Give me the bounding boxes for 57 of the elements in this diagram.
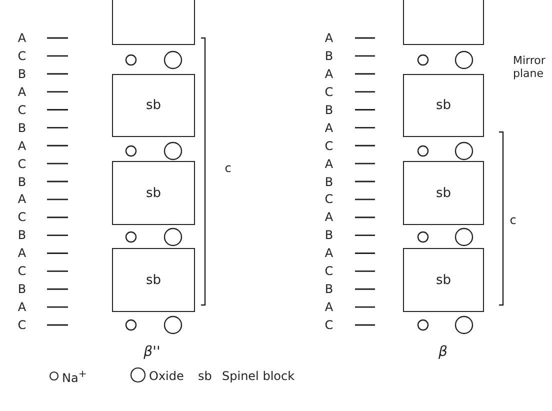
layer-letter: B — [324, 104, 334, 116]
layer-letter: A — [18, 86, 26, 98]
layer-letter: A — [324, 247, 334, 260]
period-label: c — [224, 162, 232, 174]
layer-letter: A — [324, 68, 334, 80]
spinel-block-box — [403, 161, 484, 225]
legend-text: Na$^{+}$ — [62, 370, 87, 384]
block-label: sb — [146, 98, 162, 113]
layer-letter: B — [324, 50, 334, 62]
layer-letter: A — [324, 32, 334, 44]
layer-letter: A — [18, 301, 26, 314]
period-label: c — [510, 214, 516, 226]
layer-letter: C — [18, 265, 26, 278]
layer-letter: C — [18, 211, 26, 224]
block-label: sb — [436, 98, 452, 113]
block-label: sb — [436, 186, 452, 200]
layer-letter: C — [18, 104, 26, 116]
mirror-plane-label: Mirror plane — [513, 54, 546, 80]
layer-letter: C — [324, 86, 334, 98]
layer-letter: A — [324, 301, 334, 314]
spinel-block-box — [112, 248, 195, 312]
layer-letter: C — [324, 319, 334, 331]
block-label: sb — [146, 186, 162, 200]
spinel-block-box — [112, 74, 195, 137]
spinel-block-box — [403, 74, 484, 137]
structure-label: β'' — [144, 345, 160, 359]
layer-letter: A — [18, 247, 26, 260]
layer-letter: C — [324, 265, 334, 278]
layer-letter: B — [18, 176, 26, 188]
layer-letter: A — [324, 122, 334, 134]
legend-key: sb — [198, 370, 212, 382]
layer-letter: B — [18, 229, 26, 242]
layer-letter: C — [18, 50, 26, 62]
layer-letter: A — [18, 140, 26, 152]
layer-letter: B — [18, 68, 26, 80]
layer-letter: B — [324, 283, 334, 296]
layer-letter: B — [324, 176, 334, 188]
block-label: sb — [146, 272, 162, 288]
layer-letter: C — [324, 193, 334, 206]
layer-letter: A — [324, 211, 334, 224]
structure-label: β — [438, 345, 448, 359]
spinel-block-box — [112, 161, 195, 225]
legend-text: Spinel block — [222, 370, 295, 382]
layer-letter: A — [324, 158, 334, 170]
layer-letter: B — [324, 229, 334, 242]
layer-letter: A — [18, 193, 26, 206]
layer-letter: B — [18, 122, 26, 134]
spinel-block-box — [403, 0, 484, 45]
layer-letter: C — [324, 140, 334, 152]
layer-letter: A — [18, 32, 26, 44]
layer-letter: C — [18, 319, 26, 331]
spinel-block-box — [403, 248, 484, 312]
legend-text: Oxide — [149, 370, 184, 382]
spinel-block-box — [112, 0, 195, 45]
layer-letter: C — [18, 158, 26, 170]
layer-letter: B — [18, 283, 26, 296]
block-label: sb — [436, 272, 452, 288]
